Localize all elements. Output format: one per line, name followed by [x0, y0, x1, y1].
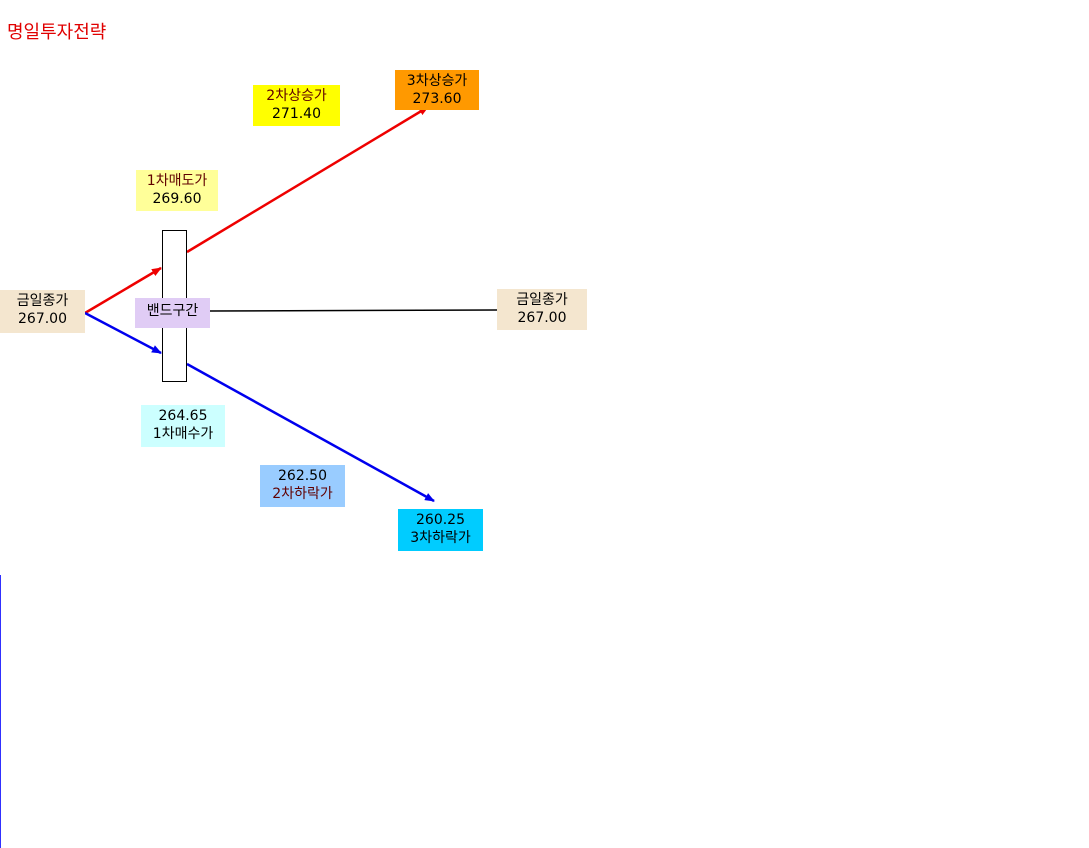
fall3-title: 3차하락가 [410, 530, 471, 546]
band-label: 밴드구간 [135, 298, 210, 328]
third-rise-price: 3차상승가 273.60 [395, 70, 479, 110]
close-line [209, 309, 498, 312]
second-fall-price: 262.50 2차하락가 [260, 465, 345, 507]
second-rise-price: 2차상승가 271.40 [253, 85, 340, 126]
sell1-title: 1차매도가 [146, 173, 208, 189]
buy1-title: 1차매수가 [152, 426, 214, 442]
rise3-value: 273.60 [412, 91, 462, 107]
close-left-title: 금일종가 [16, 293, 69, 309]
first-buy-price: 264.65 1차매수가 [141, 405, 225, 447]
page-title: 명일투자전략 [7, 22, 107, 43]
close-price-right: 금일종가 267.00 [497, 289, 587, 330]
fall2-title: 2차하락가 [272, 486, 333, 502]
down-arrow-short [84, 311, 162, 355]
rise2-title: 2차상승가 [266, 88, 327, 104]
close-right-title: 금일종가 [516, 292, 568, 308]
close-left-value: 267.00 [18, 311, 67, 327]
close-price-left: 금일종가 267.00 [0, 290, 85, 333]
first-sell-price: 1차매도가 269.60 [136, 170, 218, 211]
left-edge-line [0, 575, 1, 848]
fall2-value: 262.50 [278, 468, 327, 484]
up-arrow-long [186, 105, 429, 254]
rise3-title: 3차상승가 [406, 73, 468, 89]
up-arrow-short [84, 266, 162, 315]
sell1-value: 269.60 [152, 191, 202, 207]
down-arrow-long [186, 362, 435, 503]
buy1-value: 264.65 [158, 408, 208, 424]
third-fall-price: 260.25 3차하락가 [398, 509, 483, 551]
rise2-value: 271.40 [272, 106, 321, 122]
fall3-value: 260.25 [416, 512, 465, 528]
close-right-value: 267.00 [517, 310, 567, 326]
